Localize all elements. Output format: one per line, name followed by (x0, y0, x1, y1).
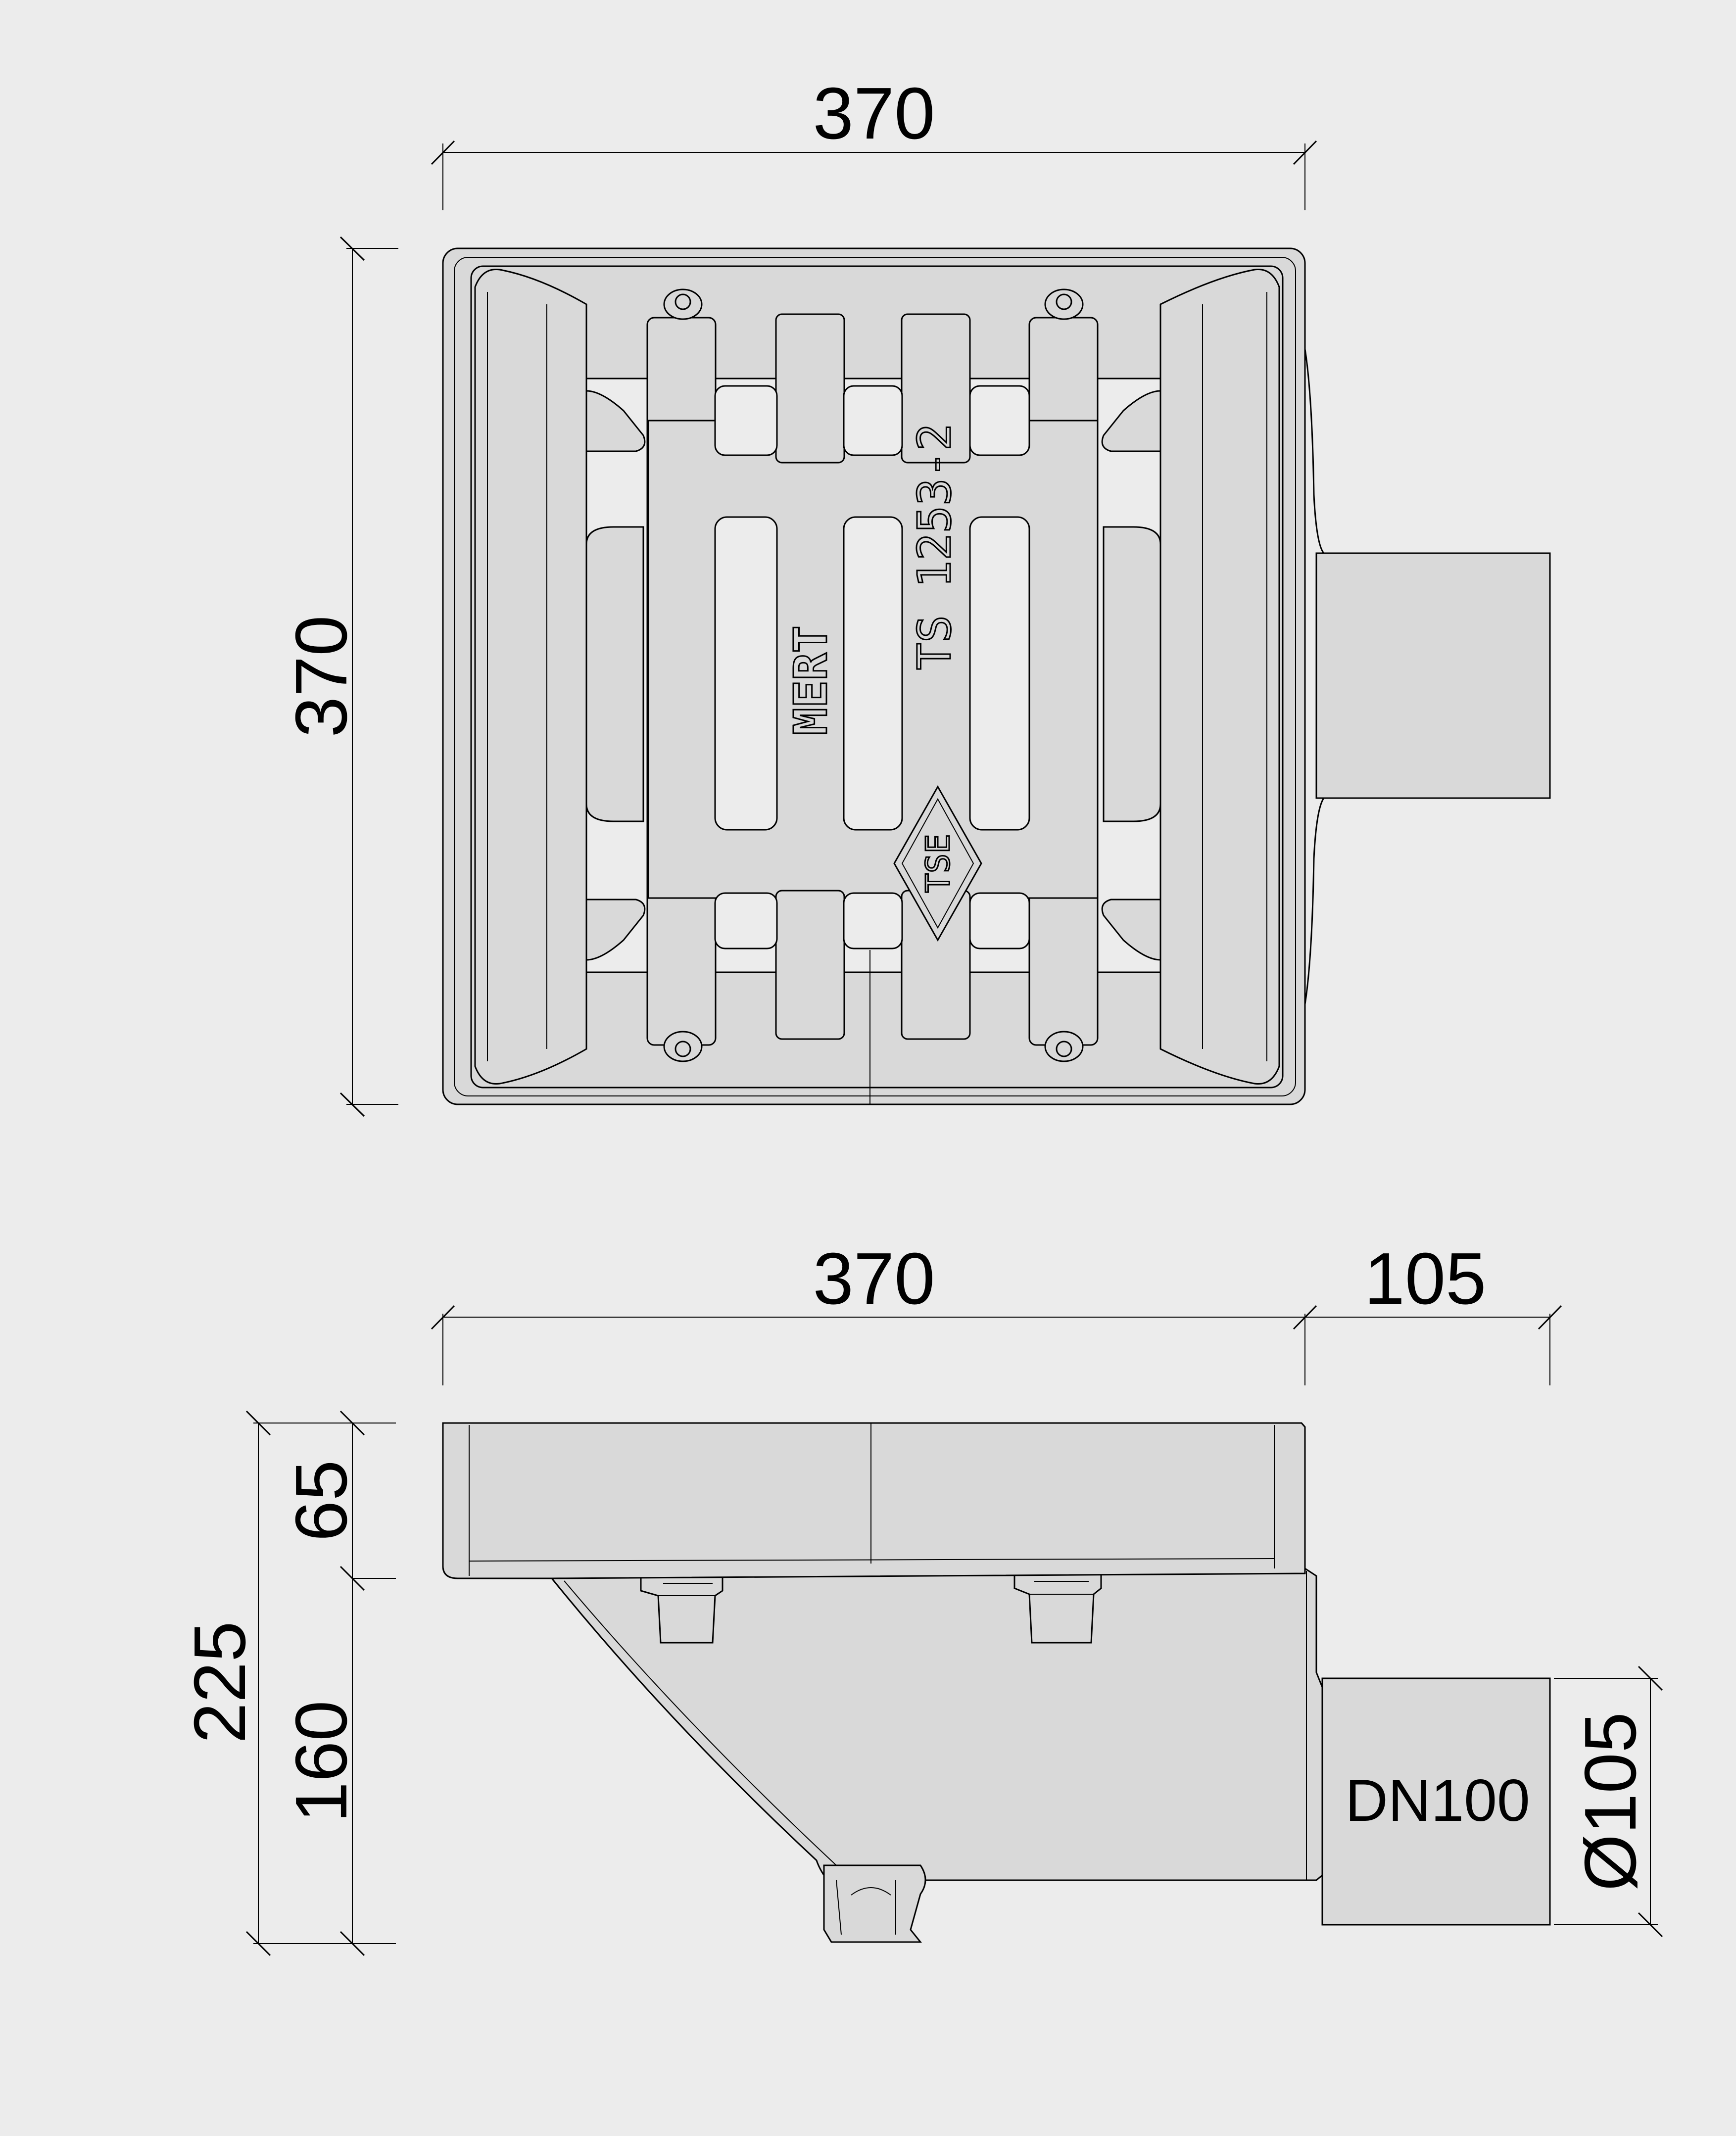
standard-stamp: TS 1253-2 (908, 424, 961, 670)
grate-screw-top-left (663, 288, 703, 320)
grate-screw-top-right (1044, 288, 1084, 320)
side-body-width-label: 370 (813, 1238, 935, 1320)
side-frame (442, 1422, 1306, 1579)
top-width-label: 370 (813, 73, 935, 154)
left-ramp (474, 268, 587, 1085)
tse-cert-label: TSE (919, 834, 957, 893)
side-total-height-label: 225 (179, 1621, 261, 1744)
side-view: 370 105 225 65 160 Ø105 (179, 1238, 1663, 1956)
outlet-nominal-label: DN100 (1345, 1767, 1530, 1834)
tse-cert-mark: TSE (893, 785, 982, 942)
top-view: 370 370 (281, 73, 1551, 1117)
side-outlet-length-label: 105 (1364, 1238, 1487, 1320)
right-ramp (1159, 268, 1280, 1085)
mount-boss-right (1013, 1571, 1102, 1644)
top-outlet-pipe (1296, 316, 1551, 1037)
drain-body (550, 1567, 1323, 1943)
grate-screw-bottom-left (663, 1031, 703, 1062)
side-height-dimension: 225 65 160 (179, 1410, 396, 1956)
top-height-dimension: 370 (281, 236, 398, 1117)
top-width-dimension: 370 (431, 73, 1317, 210)
side-top-height-label: 65 (281, 1460, 362, 1542)
mount-boss-left (640, 1575, 723, 1644)
top-height-label: 370 (281, 616, 362, 738)
side-width-dimension: 370 105 (431, 1238, 1562, 1385)
side-bottom-height-label: 160 (281, 1701, 362, 1823)
outlet-diameter-label: Ø105 (1570, 1712, 1651, 1891)
outlet-diameter-dimension: Ø105 (1554, 1665, 1663, 1938)
grate-screw-bottom-right (1044, 1031, 1084, 1062)
side-outlet-pipe (1321, 1677, 1551, 1926)
grate (646, 288, 1099, 1104)
brand-stamp: MERT (784, 625, 837, 735)
